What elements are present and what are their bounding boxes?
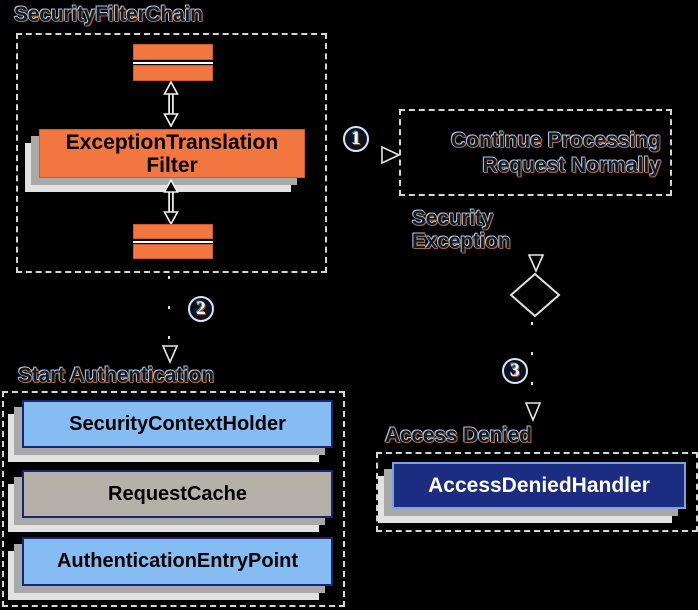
dashed-connector-step2 — [168, 276, 170, 342]
start-authentication-title: Start Authentication — [18, 364, 214, 387]
step-3-badge: 3 — [502, 358, 528, 384]
double-arrow-top-icon — [163, 81, 179, 127]
security-context-holder-box: SecurityContextHolder — [22, 400, 333, 448]
access-denied-container — [376, 452, 698, 532]
step-1-badge: 1 — [343, 126, 369, 152]
filter-bar-top-2 — [133, 65, 213, 81]
dashed-connector-step3 — [531, 322, 533, 396]
step-2-badge: 2 — [188, 296, 214, 322]
arrowhead-down-step2-icon — [161, 345, 179, 364]
continue-processing-line1: Continue Processing — [450, 128, 661, 152]
security-filter-chain-container — [16, 33, 327, 273]
security-filter-chain-title: SecurityFilterChain — [14, 3, 203, 26]
exception-translation-filter-box: ExceptionTranslation Filter — [39, 129, 305, 178]
start-authentication-container — [2, 391, 345, 607]
request-cache-box: RequestCache — [22, 470, 333, 518]
arrowhead-down-to-diamond-icon — [527, 254, 545, 273]
continue-processing-box: Continue Processing Request Normally — [399, 109, 672, 196]
authentication-entry-point-box: AuthenticationEntryPoint — [22, 537, 333, 586]
filter-bar-bottom-1 — [133, 224, 213, 239]
double-arrow-bottom-icon — [163, 179, 179, 225]
security-exception-label-line2: Exception — [412, 230, 511, 253]
decision-diamond — [509, 272, 561, 318]
security-exception-label-line1: Security — [412, 207, 494, 230]
exception-translation-filter-label-line1: ExceptionTranslation — [65, 130, 279, 154]
continue-processing-line2: Request Normally — [482, 153, 661, 177]
filter-bar-divider-bottom — [133, 241, 213, 243]
access-denied-handler-box: AccessDeniedHandler — [392, 462, 686, 509]
filter-bar-divider-top — [133, 62, 213, 64]
arrowhead-down-step3-icon — [524, 402, 542, 422]
access-denied-title: Access Denied — [385, 424, 532, 447]
arrowhead-right-icon — [381, 145, 401, 165]
filter-bar-top-1 — [133, 44, 213, 60]
filter-bar-bottom-2 — [133, 244, 213, 259]
exception-translation-filter-label-line2: Filter — [146, 153, 198, 177]
